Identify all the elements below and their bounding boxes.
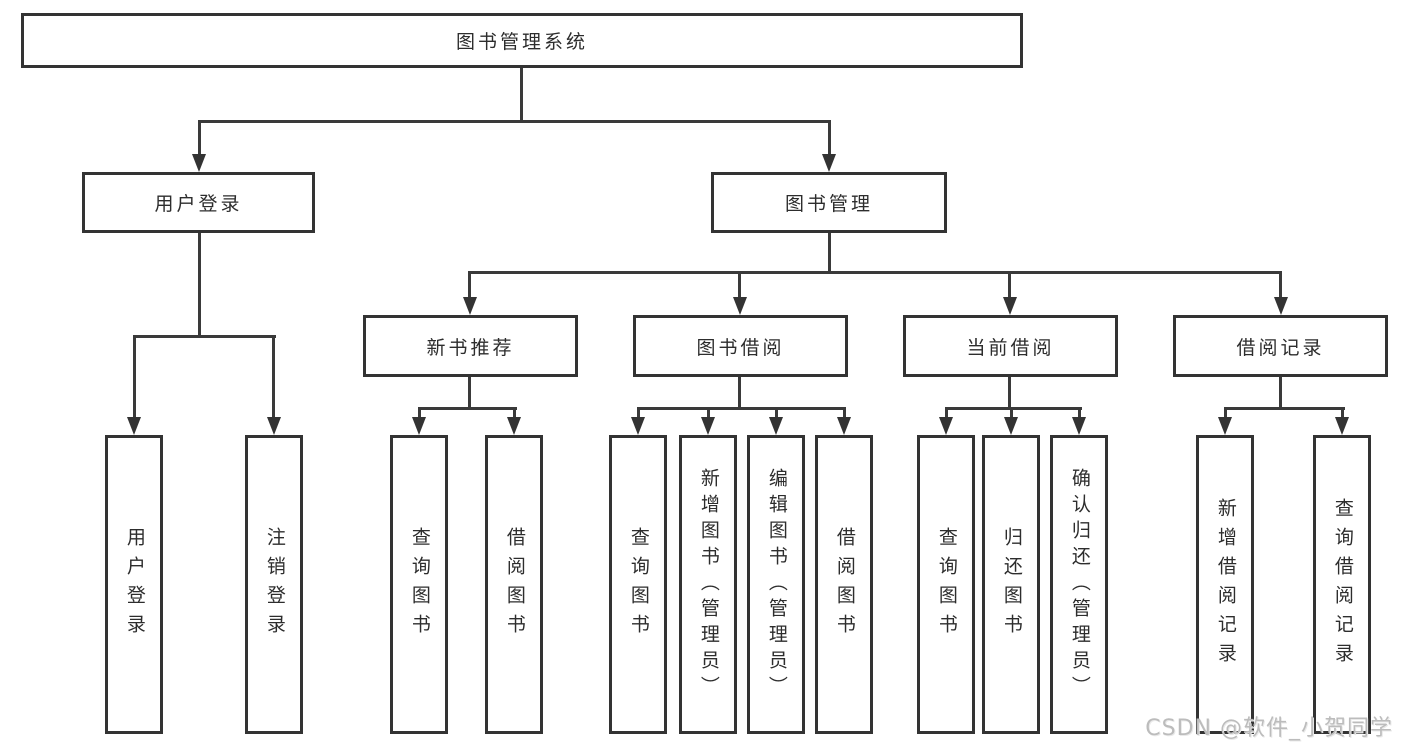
arrow-down-icon	[412, 417, 426, 435]
connector-line	[520, 68, 523, 120]
connector-line	[637, 407, 640, 419]
arrow-down-icon	[127, 417, 141, 435]
arrow-down-icon	[1274, 297, 1288, 315]
arrow-down-icon	[1072, 417, 1086, 435]
connector-line	[843, 407, 846, 419]
connector-line	[133, 335, 276, 338]
connector-line	[198, 233, 201, 337]
connector-line	[1341, 407, 1344, 419]
leaf-logout: 注销登录	[245, 435, 303, 734]
leaf-query-books-recommend: 查询图书	[390, 435, 448, 734]
node-borrowing-records: 借阅记录	[1173, 315, 1388, 377]
leaf-query-borrow-record: 查询借阅记录	[1313, 435, 1371, 734]
connector-line	[418, 407, 517, 410]
node-book-borrowing: 图书借阅	[633, 315, 848, 377]
leaf-edit-book-admin: 编辑图书（管理员）	[747, 435, 805, 734]
leaf-query-books-current: 查询图书	[917, 435, 975, 734]
arrow-down-icon	[701, 417, 715, 435]
arrow-down-icon	[1335, 417, 1349, 435]
node-library-system: 图书管理系统	[21, 13, 1023, 68]
arrow-down-icon	[837, 417, 851, 435]
arrow-down-icon	[939, 417, 953, 435]
connector-line	[418, 407, 421, 419]
arrow-down-icon	[733, 297, 747, 315]
leaf-label: 新增图书（管理员）	[697, 467, 720, 702]
arrow-down-icon	[631, 417, 645, 435]
connector-line	[707, 407, 710, 419]
leaf-query-books-borrowing: 查询图书	[609, 435, 667, 734]
leaf-return-book: 归还图书	[982, 435, 1040, 734]
connector-line	[272, 335, 275, 419]
node-new-book-recommendation: 新书推荐	[363, 315, 578, 377]
leaf-add-borrow-record: 新增借阅记录	[1196, 435, 1254, 734]
connector-line	[945, 407, 1082, 410]
arrow-down-icon	[769, 417, 783, 435]
leaf-label: 查询图书	[935, 526, 958, 643]
connector-line	[738, 377, 741, 409]
leaf-add-book-admin: 新增图书（管理员）	[679, 435, 737, 734]
arrow-down-icon	[463, 297, 477, 315]
connector-line	[468, 377, 471, 409]
leaf-label: 确认归还（管理员）	[1068, 467, 1091, 702]
node-current-borrowing: 当前借阅	[903, 315, 1118, 377]
leaf-borrow-books-recommend: 借阅图书	[485, 435, 543, 734]
leaf-label: 新增借阅记录	[1214, 497, 1237, 672]
connector-line	[1224, 407, 1227, 419]
leaf-label: 归还图书	[1000, 526, 1023, 643]
connector-line	[1279, 377, 1282, 409]
connector-line	[828, 120, 831, 156]
leaf-label: 查询图书	[627, 526, 650, 643]
leaf-borrow-books-borrowing: 借阅图书	[815, 435, 873, 734]
connector-line	[945, 407, 948, 419]
connector-line	[133, 335, 136, 419]
leaf-label: 查询图书	[408, 526, 431, 643]
watermark: CSDN @软件_小贺同学	[1145, 716, 1393, 741]
connector-line	[513, 407, 516, 419]
arrow-down-icon	[1003, 297, 1017, 315]
leaf-label: 编辑图书（管理员）	[765, 467, 788, 702]
connector-line	[469, 271, 1282, 274]
connector-line	[198, 120, 201, 156]
connector-line	[775, 407, 778, 419]
connector-line	[637, 407, 846, 410]
connector-line	[468, 271, 471, 299]
arrow-down-icon	[507, 417, 521, 435]
leaf-label: 查询借阅记录	[1331, 497, 1354, 672]
leaf-user-login: 用户登录	[105, 435, 163, 734]
leaf-label: 注销登录	[263, 526, 286, 643]
connector-line	[1010, 407, 1013, 419]
connector-line	[1008, 271, 1011, 299]
node-user-login: 用户登录	[82, 172, 315, 233]
leaf-label: 借阅图书	[503, 526, 526, 643]
arrow-down-icon	[1218, 417, 1232, 435]
connector-line	[1224, 407, 1345, 410]
arrow-down-icon	[1004, 417, 1018, 435]
connector-line	[828, 233, 831, 273]
connector-line	[198, 120, 831, 123]
arrow-down-icon	[267, 417, 281, 435]
connector-line	[738, 271, 741, 299]
connector-line	[1279, 271, 1282, 299]
arrow-down-icon	[822, 154, 836, 172]
node-book-management: 图书管理	[711, 172, 947, 233]
leaf-label: 用户登录	[123, 526, 146, 643]
arrow-down-icon	[192, 154, 206, 172]
leaf-label: 借阅图书	[833, 526, 856, 643]
connector-line	[1078, 407, 1081, 419]
connector-line	[1008, 377, 1011, 409]
leaf-confirm-return-admin: 确认归还（管理员）	[1050, 435, 1108, 734]
